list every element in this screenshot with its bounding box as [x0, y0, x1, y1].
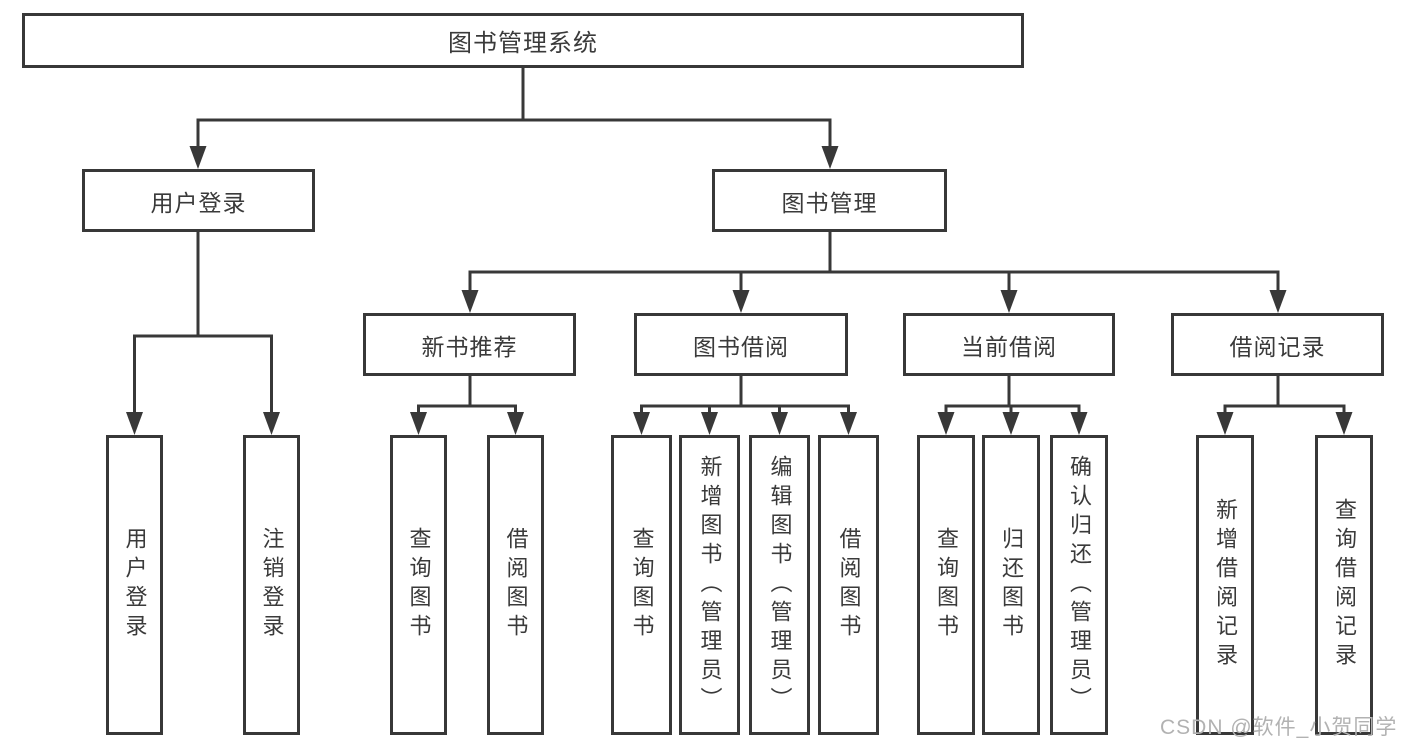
node-book-borrowing: 图书借阅 — [634, 313, 848, 376]
leaf-query-borrow-record: 查询借阅记录 — [1315, 435, 1373, 735]
leaf-query-books-borrowing: 查询图书 — [611, 435, 672, 735]
leaf-query-books-recommend: 查询图书 — [390, 435, 447, 735]
node-borrow-records: 借阅记录 — [1171, 313, 1384, 376]
tree-edges — [133, 66, 1346, 414]
node-current-borrowing: 当前借阅 — [903, 313, 1115, 376]
node-library-system: 图书管理系统 — [22, 13, 1024, 68]
leaf-add-books-admin: 新增图书（管理员） — [679, 435, 740, 735]
leaf-query-books-current: 查询图书 — [917, 435, 975, 735]
leaf-borrow-books: 借阅图书 — [818, 435, 879, 735]
leaf-confirm-return-admin: 确认归还（管理员） — [1050, 435, 1108, 735]
leaf-add-borrow-record: 新增借阅记录 — [1196, 435, 1254, 735]
node-book-management: 图书管理 — [712, 169, 947, 232]
arrow-down-icons — [126, 146, 1353, 435]
leaf-return-books: 归还图书 — [982, 435, 1040, 735]
leaf-logout: 注销登录 — [243, 435, 300, 735]
csdn-watermark: CSDN @软件_小贺同学 — [1160, 716, 1398, 739]
leaf-borrow-books-recommend: 借阅图书 — [487, 435, 544, 735]
leaf-user-login: 用户登录 — [106, 435, 163, 735]
leaf-edit-books-admin: 编辑图书（管理员） — [749, 435, 810, 735]
node-new-book-recommend: 新书推荐 — [363, 313, 576, 376]
node-user-login: 用户登录 — [82, 169, 315, 232]
